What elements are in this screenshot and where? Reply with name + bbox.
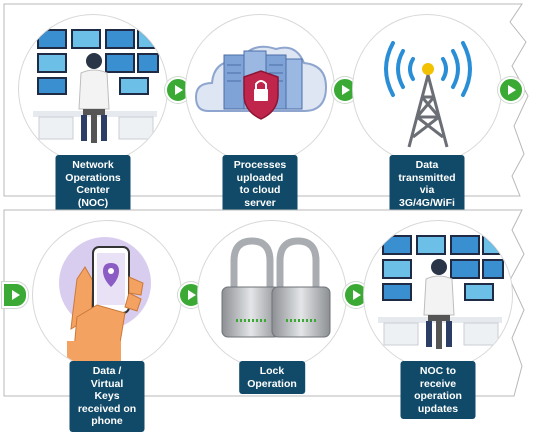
flow-panel-bottom: Data / Virtual Keys received on phone xyxy=(2,209,525,432)
step-lock: Lock Operation xyxy=(197,220,347,410)
step-noc: Network Operations Center (NOC) xyxy=(18,14,168,213)
noc-operator-icon xyxy=(363,220,513,370)
flow-arrow-icon xyxy=(498,77,524,103)
step-noc-updates: NOC to receive operation updates xyxy=(363,220,513,419)
step-label: Data transmitted via 3G/4G/WiFi xyxy=(389,155,465,213)
step-label: Data / Virtual Keys received on phone xyxy=(69,361,145,432)
phone-in-hand-icon xyxy=(32,220,182,370)
step-label: Processes uploaded to cloud server xyxy=(222,155,298,213)
cell-tower-icon xyxy=(352,14,502,164)
flow-arrow-icon xyxy=(2,282,28,308)
padlocks-icon xyxy=(197,220,347,370)
step-phone: Data / Virtual Keys received on phone xyxy=(32,220,182,432)
flow-panel-top: Network Operations Center (NOC) Processe… xyxy=(3,3,529,213)
step-label: NOC to receive operation updates xyxy=(400,361,476,419)
step-tower: Data transmitted via 3G/4G/WiFi xyxy=(352,14,502,213)
step-label: Lock Operation xyxy=(239,361,305,394)
noc-operator-icon xyxy=(18,14,168,164)
step-cloud: Processes uploaded to cloud server xyxy=(185,14,335,213)
step-label: Network Operations Center (NOC) xyxy=(55,155,131,213)
cloud-server-icon xyxy=(185,14,335,164)
